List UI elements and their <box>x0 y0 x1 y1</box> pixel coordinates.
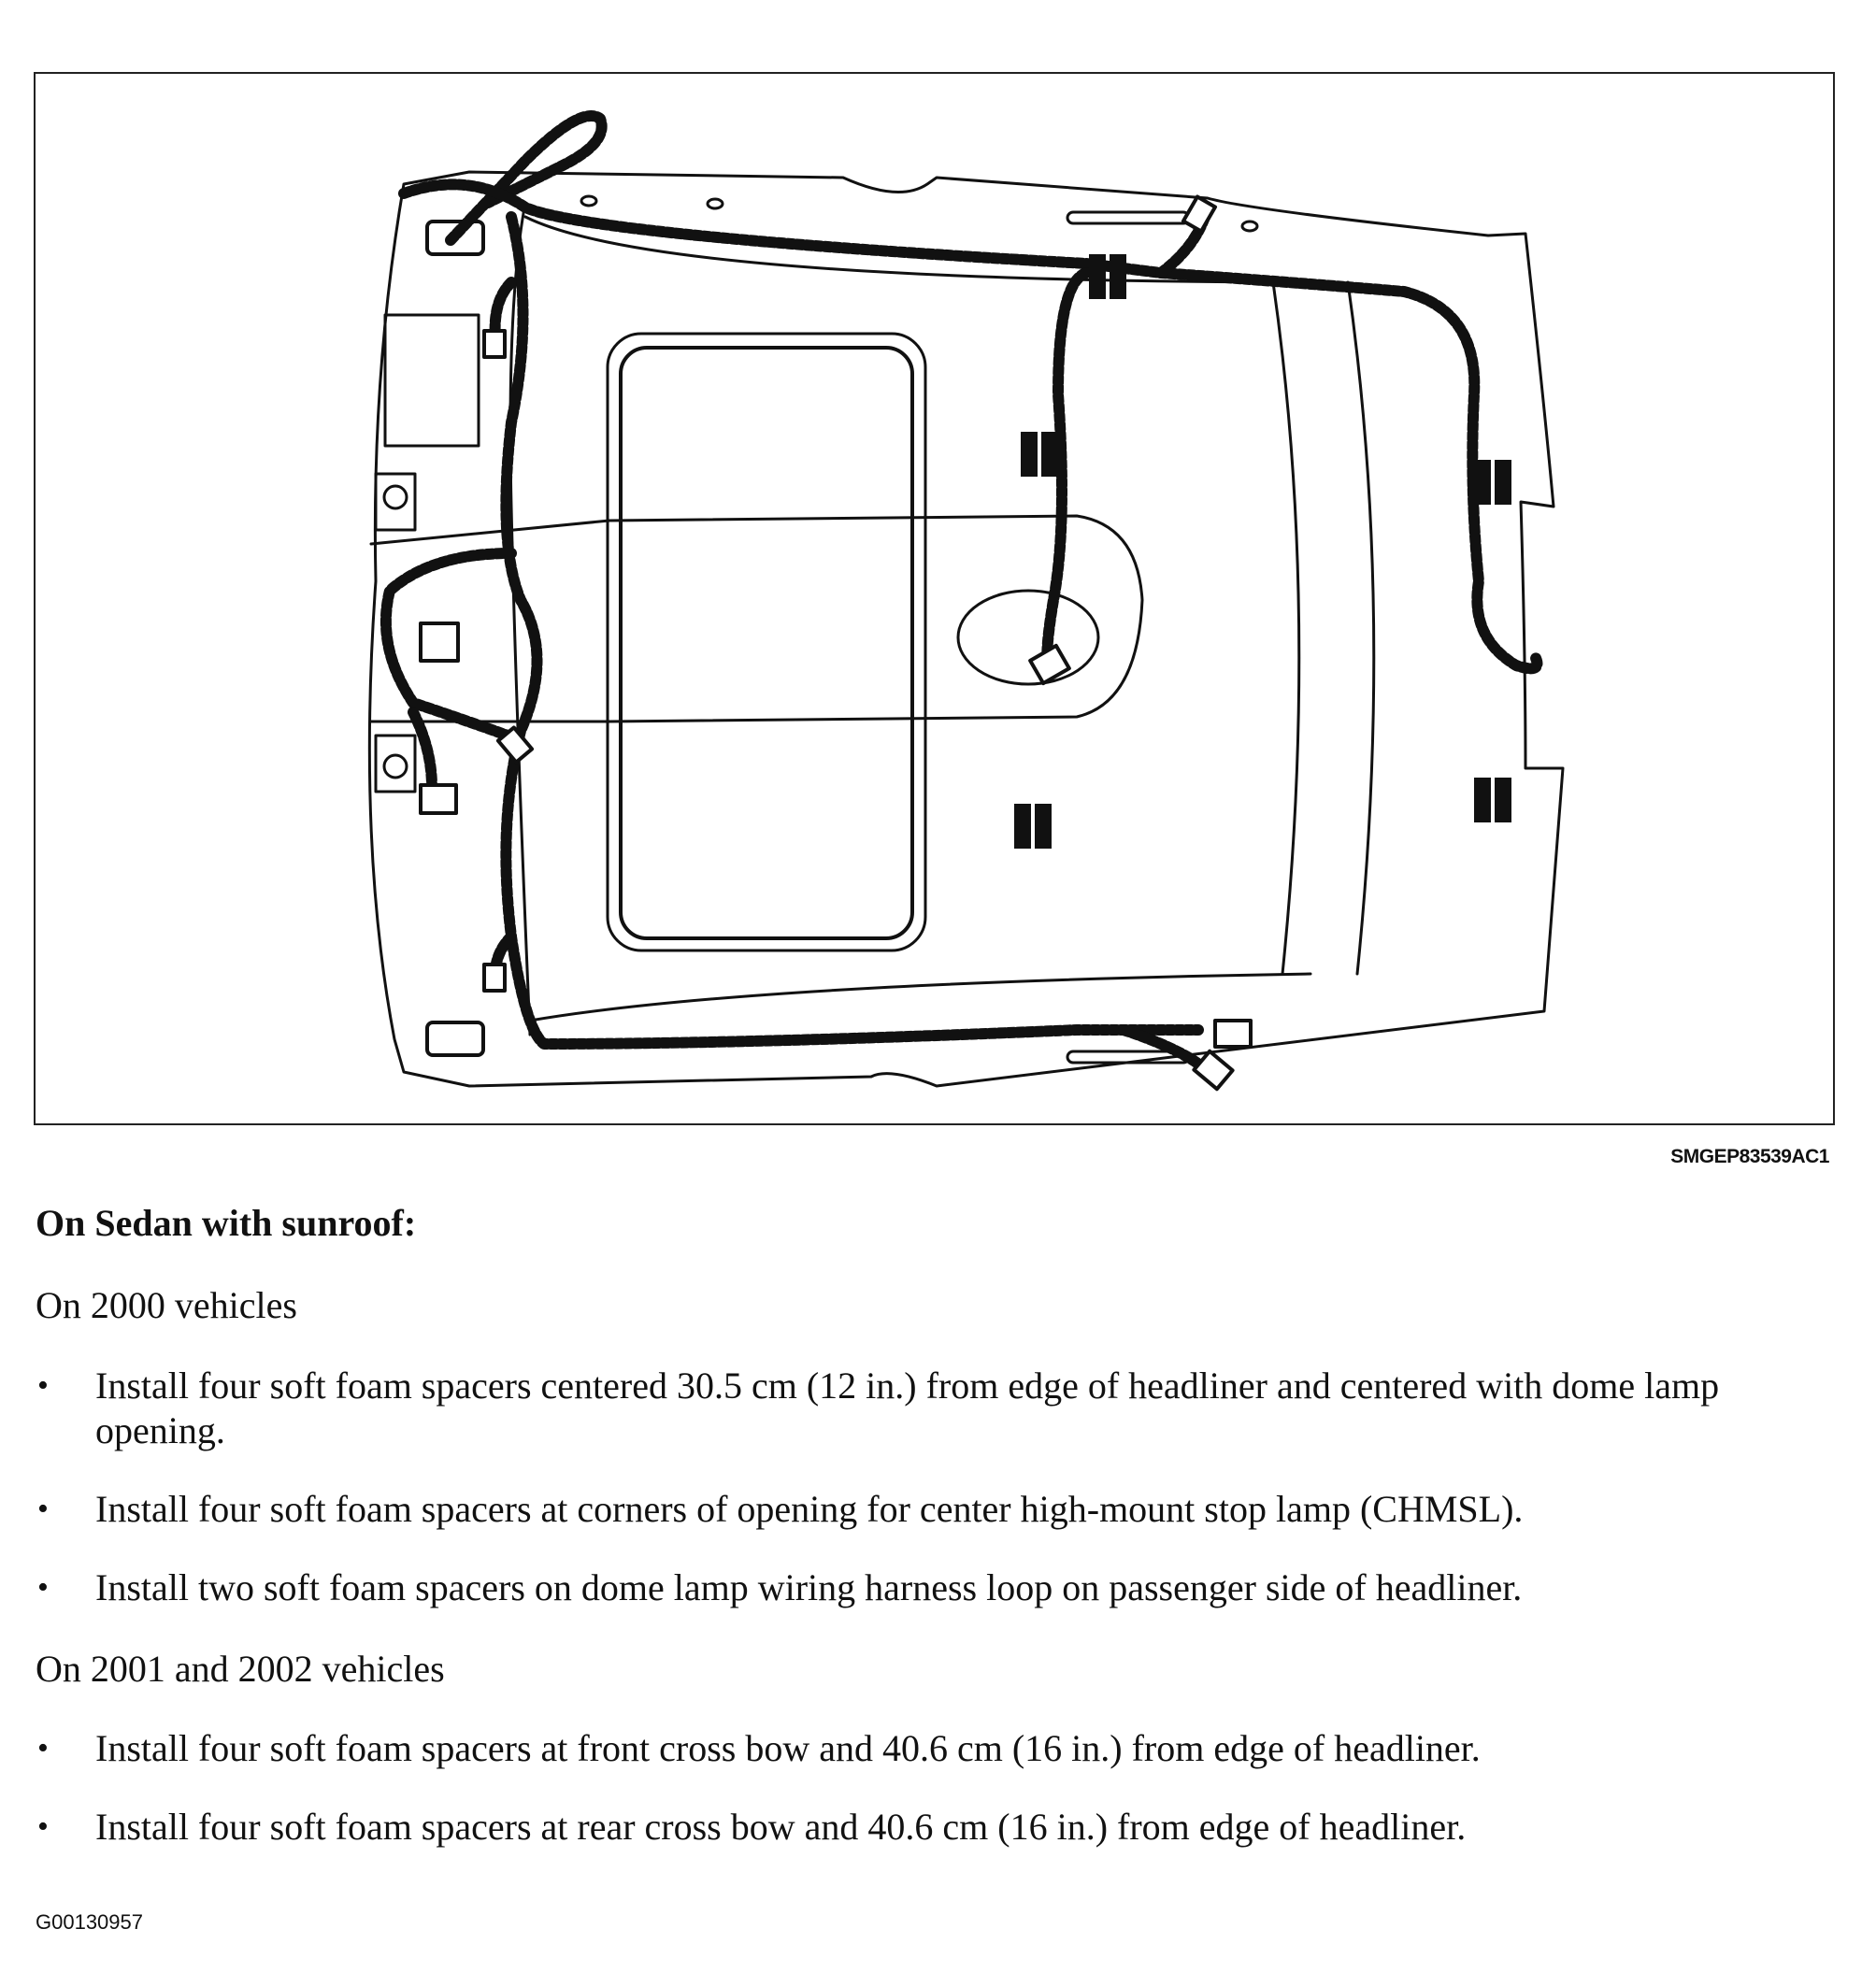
front-cross-bow <box>369 514 1144 723</box>
dome-lamp-opening <box>956 589 1100 686</box>
bullet-glyph: • <box>37 1731 49 1765</box>
sunroof-opening <box>619 346 914 940</box>
bullet-glyph: • <box>37 1570 49 1605</box>
list-item: • Install four soft foam spacers at fron… <box>36 1726 1793 1771</box>
front-corner-clip-bottom <box>425 1021 485 1057</box>
bullet-glyph: • <box>37 1809 49 1844</box>
front-corner-clip-top <box>425 220 485 256</box>
list-item-text: Install four soft foam spacers at front … <box>95 1727 1481 1769</box>
headliner-diagram <box>367 110 1565 1092</box>
visor-panel <box>383 313 480 448</box>
foam-spacers <box>1014 254 1511 849</box>
list-item-text: Install two soft foam spacers on dome la… <box>95 1566 1523 1608</box>
group-heading-2000: On 2000 vehicles <box>36 1284 297 1326</box>
hole-2 <box>706 197 724 210</box>
spacer-pair-lower-mid-b <box>1035 804 1052 849</box>
rear-trim-line-1 <box>1271 280 1301 976</box>
list-item: • Install four soft foam spacers centere… <box>36 1364 1759 1453</box>
headliner-outline <box>367 170 1565 1088</box>
harness-connectors <box>419 194 1253 1092</box>
rail-slot-top <box>1066 210 1191 225</box>
sunroof-opening-outer <box>606 332 927 952</box>
list-item: • Install two soft foam spacers on dome … <box>36 1565 1793 1610</box>
side-trim-bottom <box>528 972 1312 1022</box>
side-trim-top <box>523 215 1331 284</box>
bullet-list-2000: • Install four soft foam spacers centere… <box>36 1364 1793 1610</box>
rear-trim-line-2 <box>1346 280 1376 976</box>
connector-3 <box>482 963 507 993</box>
spacer-pair-rear-bottom-a <box>1474 778 1491 822</box>
list-item-text: Install four soft foam spacers at corner… <box>95 1488 1524 1530</box>
bullet-glyph: • <box>37 1368 49 1403</box>
spacer-pair-upper-mid-a <box>1021 432 1038 477</box>
grab-handle-bottom <box>374 734 417 793</box>
list-item: • Install four soft foam spacers at corn… <box>36 1487 1793 1532</box>
center-clip <box>419 622 460 663</box>
hole-3 <box>1240 220 1259 233</box>
connector-4 <box>1028 643 1071 686</box>
headliner-diagram-frame <box>34 72 1835 1125</box>
list-item-text: Install four soft foam spacers at rear c… <box>95 1806 1467 1848</box>
figure-code: SMGEP83539AC1 <box>1670 1146 1829 1167</box>
grab-handle-top-hole <box>382 484 408 510</box>
bullet-glyph: • <box>37 1492 49 1526</box>
group-heading-2001-2002: On 2001 and 2002 vehicles <box>36 1648 445 1690</box>
grab-handle-bottom-hole <box>382 753 408 779</box>
list-item: • Install four soft foam spacers at rear… <box>36 1805 1793 1850</box>
spacer-pair-top-center-a <box>1089 254 1106 299</box>
connector-7 <box>1213 1019 1253 1049</box>
spacer-pair-upper-mid-b <box>1041 432 1058 477</box>
grab-handle-top <box>374 472 417 532</box>
spacer-pair-rear-top-b <box>1495 460 1511 505</box>
connector-1 <box>482 329 507 359</box>
spacer-pair-lower-mid-a <box>1014 804 1031 849</box>
connector-8 <box>1192 1049 1235 1092</box>
spacer-pair-top-center-b <box>1110 254 1126 299</box>
connector-5 <box>495 725 535 765</box>
spacer-pair-rear-top-a <box>1474 460 1491 505</box>
list-item-text: Install four soft foam spacers centered … <box>95 1365 1720 1451</box>
document-id: G00130957 <box>36 1910 143 1934</box>
section-title: On Sedan with sunroof: <box>36 1202 417 1244</box>
connector-2 <box>419 783 458 815</box>
wiring-harness <box>379 110 1543 1073</box>
connector-6 <box>1181 194 1218 234</box>
spacer-pair-rear-bottom-b <box>1495 778 1511 822</box>
hole-1 <box>580 194 598 207</box>
bullet-list-2001-2002: • Install four soft foam spacers at fron… <box>36 1726 1793 1850</box>
